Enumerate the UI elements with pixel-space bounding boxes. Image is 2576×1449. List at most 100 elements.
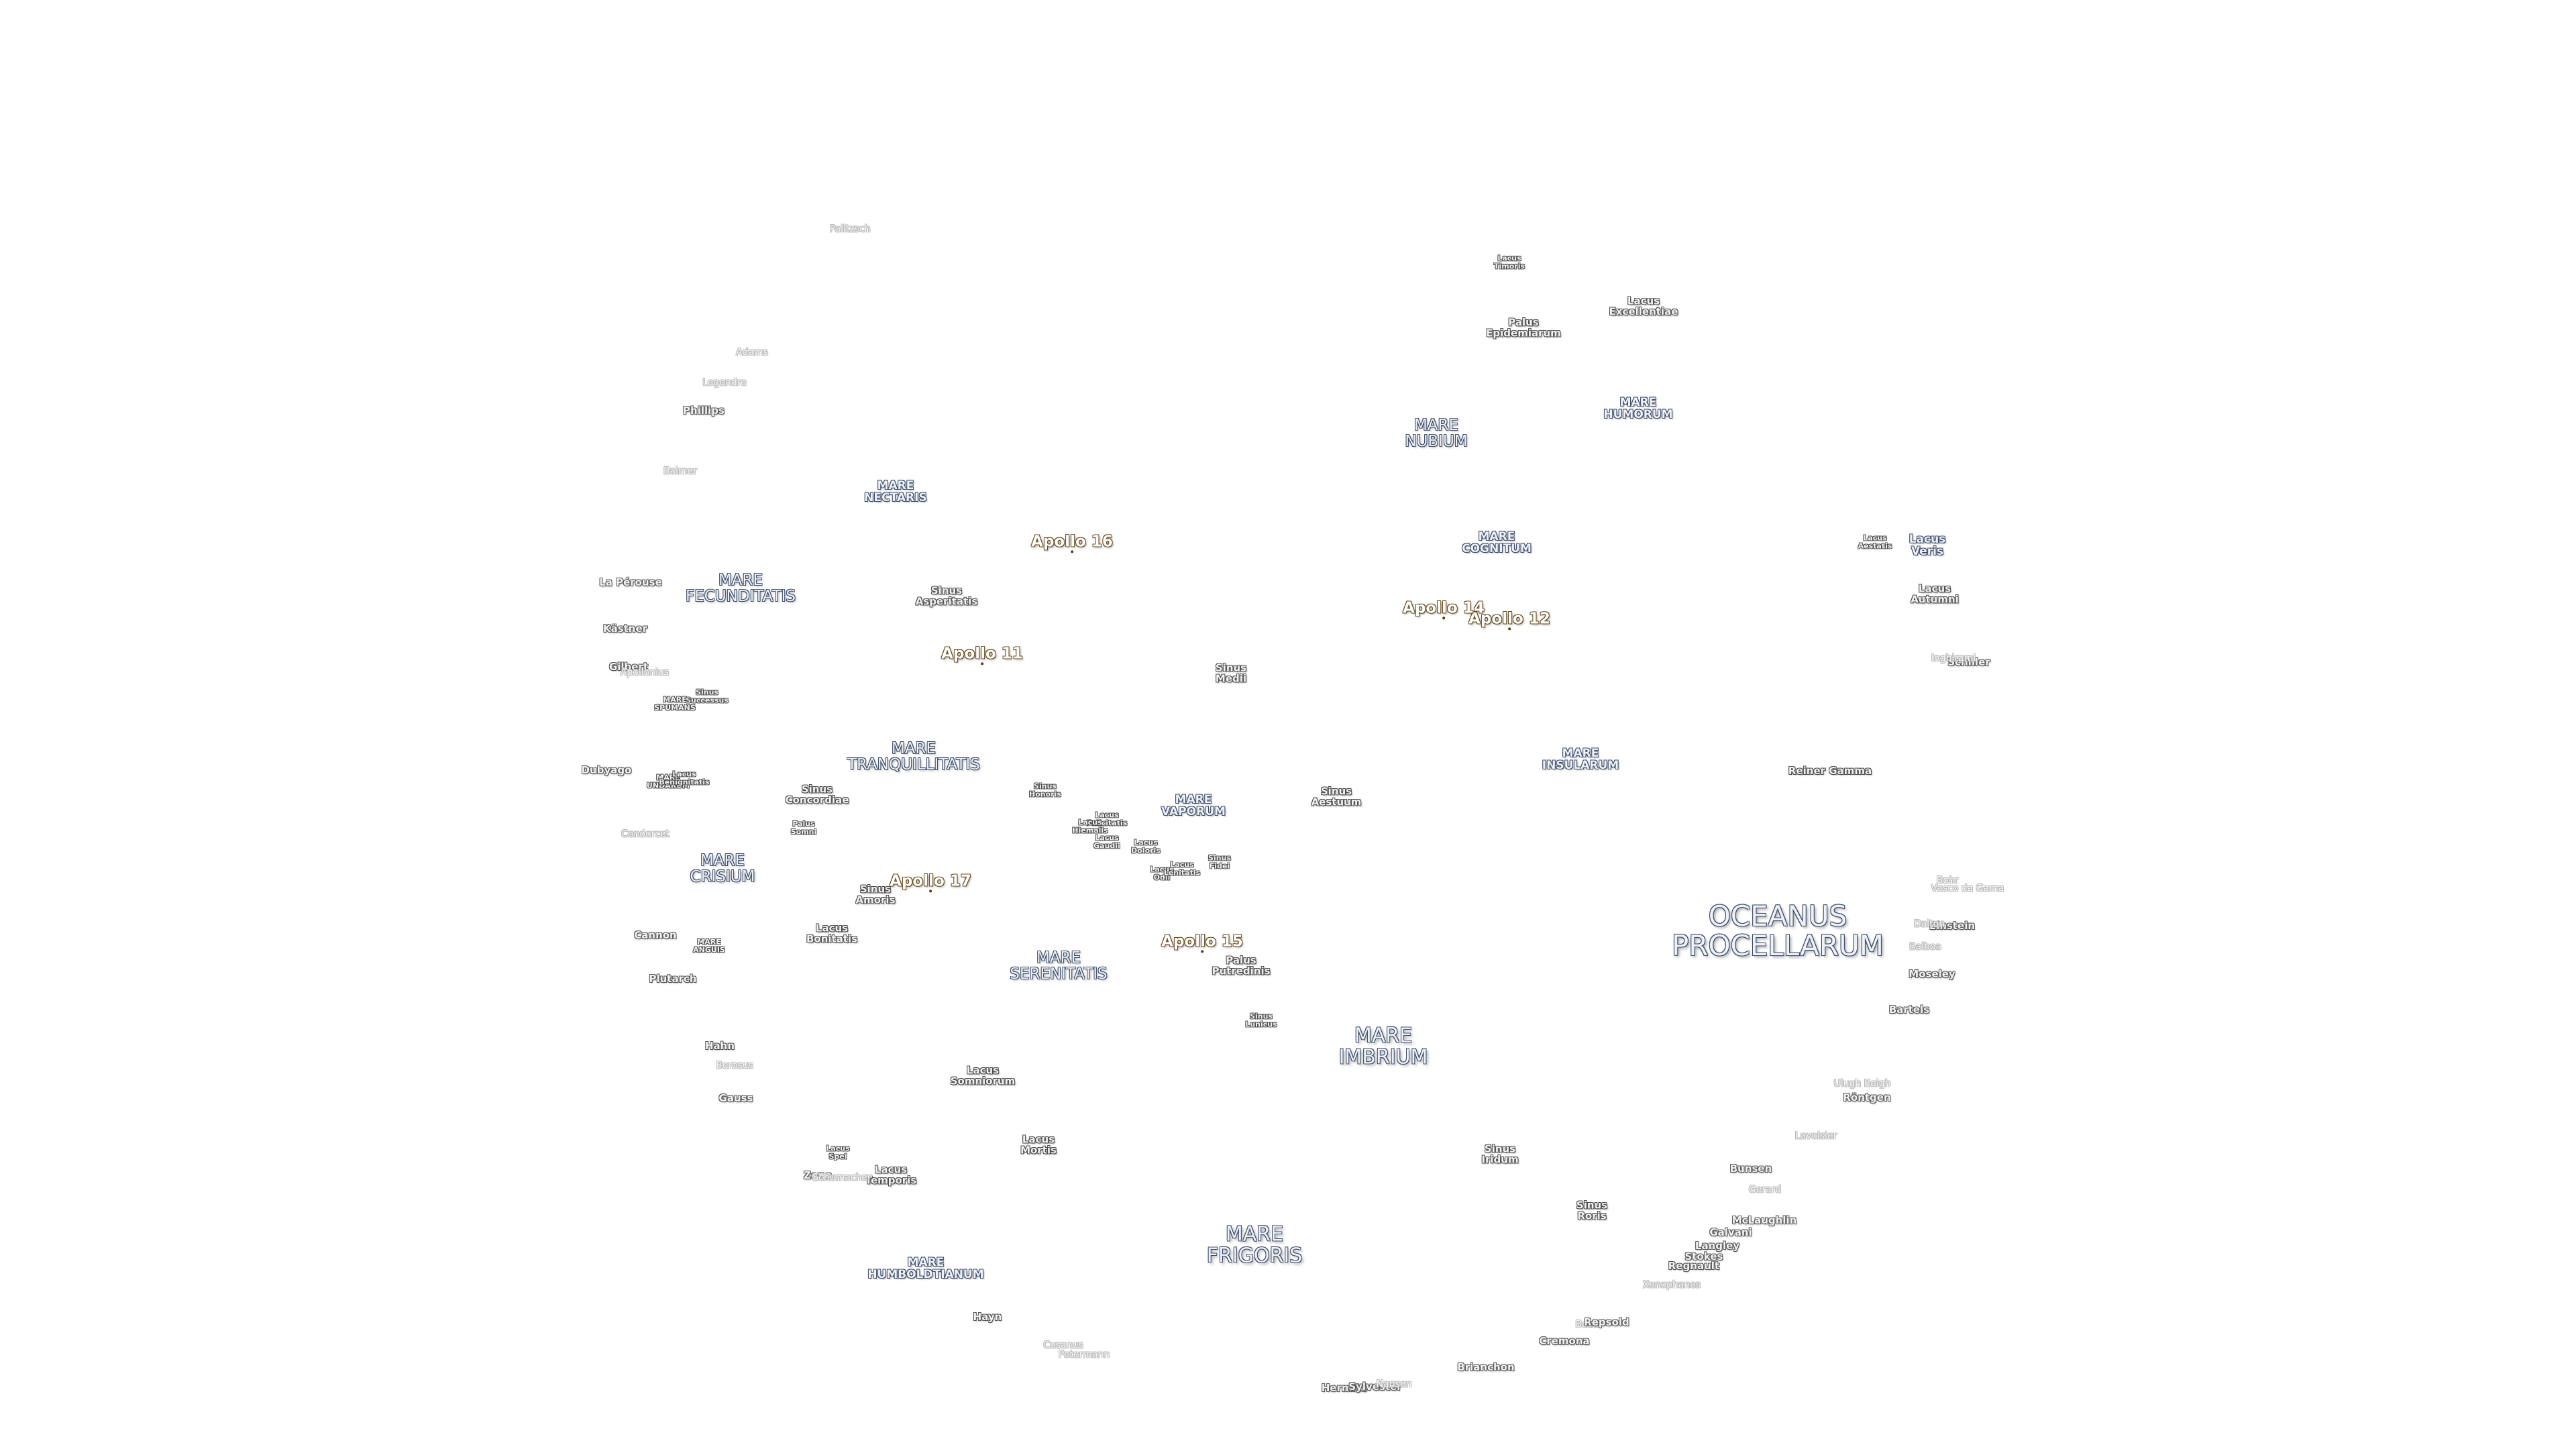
map-label-rozhdestvenskiy-faint[interactable]: Nansen (1377, 1379, 1412, 1390)
map-label-cannon[interactable]: Cannon (634, 930, 676, 941)
map-label-stokes[interactable]: Stokes (1685, 1251, 1723, 1263)
map-label-adams[interactable]: Adams (736, 347, 768, 358)
map-label-dalton[interactable]: Dalton (1914, 919, 1945, 930)
map-label-gilbert-faint[interactable]: Apollonius (621, 667, 669, 678)
map-label-xenophanes[interactable]: Xenophanes (1643, 1280, 1701, 1291)
map-label-apollo-11[interactable]: Apollo 11 (941, 645, 1023, 665)
map-label-galvani[interactable]: Galvani (1709, 1227, 1752, 1238)
map-label-la-perouse[interactable]: La Pérouse (599, 577, 662, 588)
map-label-apollo-17[interactable]: Apollo 17 (890, 873, 971, 893)
map-label-kastner[interactable]: Kästner (603, 623, 647, 635)
map-label-phillips[interactable]: Phillips (683, 405, 724, 417)
map-label-gauss[interactable]: Gauss (719, 1093, 753, 1104)
map-label-mclaughlin[interactable]: McLaughlin (1732, 1215, 1797, 1226)
map-label-babbage-faint[interactable]: Repsold (1584, 1317, 1629, 1328)
map-label-petermann[interactable]: Petermann (1059, 1350, 1110, 1360)
map-label-zeno[interactable]: Zeno (804, 1170, 832, 1181)
map-label-cusanus[interactable]: Cusanus (1043, 1340, 1083, 1351)
map-label-brianchon[interactable]: Brianchon (1457, 1362, 1514, 1373)
map-label-boole[interactable]: Boole (1575, 1320, 1601, 1330)
map-label-langley[interactable]: Langley (1695, 1240, 1739, 1252)
map-label-rontgen[interactable]: Röntgen (1843, 1092, 1890, 1104)
map-label-reiner-gamma[interactable]: Reiner Gamma (1788, 765, 1872, 777)
map-label-cremona[interactable]: Cremona (1539, 1336, 1589, 1347)
map-label-condorcet[interactable]: Condorcet (621, 829, 669, 840)
map-label-hahn[interactable]: Hahn (705, 1040, 735, 1052)
map-label-hermite[interactable]: Hermite (1322, 1383, 1367, 1394)
map-label-berosus[interactable]: Berosus (716, 1061, 753, 1071)
map-label-einstein[interactable]: Einstein (1929, 920, 1975, 932)
map-label-apollo-14[interactable]: Apollo 14 (1403, 600, 1485, 620)
map-label-rozhdestvenskiy[interactable]: Sylvester (1348, 1381, 1401, 1393)
map-label-schiller[interactable]: Schiller (1947, 657, 1990, 668)
map-label-zeno-faint[interactable]: Schumacher (812, 1173, 871, 1183)
map-label-gerard[interactable]: Gerard (1749, 1185, 1781, 1195)
map-label-vasco-da-gama[interactable]: Vasco da Gama (1931, 883, 2004, 894)
map-label-moseley[interactable]: Moseley (1909, 969, 1955, 980)
map-label-plutarch[interactable]: Plutarch (649, 973, 696, 985)
map-label-bartels[interactable]: Bartels (1889, 1004, 1929, 1016)
map-label-legendre[interactable]: Legendre (702, 378, 747, 388)
map-label-regnault[interactable]: Regnault (1668, 1260, 1719, 1272)
map-label-shiller-faint[interactable]: Inghirami (1931, 653, 1976, 664)
map-label-ulugh-beigh[interactable]: Ulugh Beigh (1833, 1079, 1890, 1089)
map-label-hayn[interactable]: Hayn (973, 1311, 1002, 1323)
map-label-bunsen[interactable]: Bunsen (1730, 1163, 1772, 1175)
map-label-palitzsch[interactable]: Palitzsch (830, 224, 871, 235)
map-label-dubyago[interactable]: Dubyago (582, 765, 632, 776)
map-label-lavoisier[interactable]: Lavoisier (1795, 1131, 1837, 1142)
map-label-bohr[interactable]: Bohr (1937, 875, 1959, 886)
map-label-apollo-16[interactable]: Apollo 16 (1031, 533, 1113, 553)
map-label-balboa[interactable]: Balboa (1909, 942, 1941, 953)
map-label-balmer[interactable]: Balmer (663, 466, 697, 477)
